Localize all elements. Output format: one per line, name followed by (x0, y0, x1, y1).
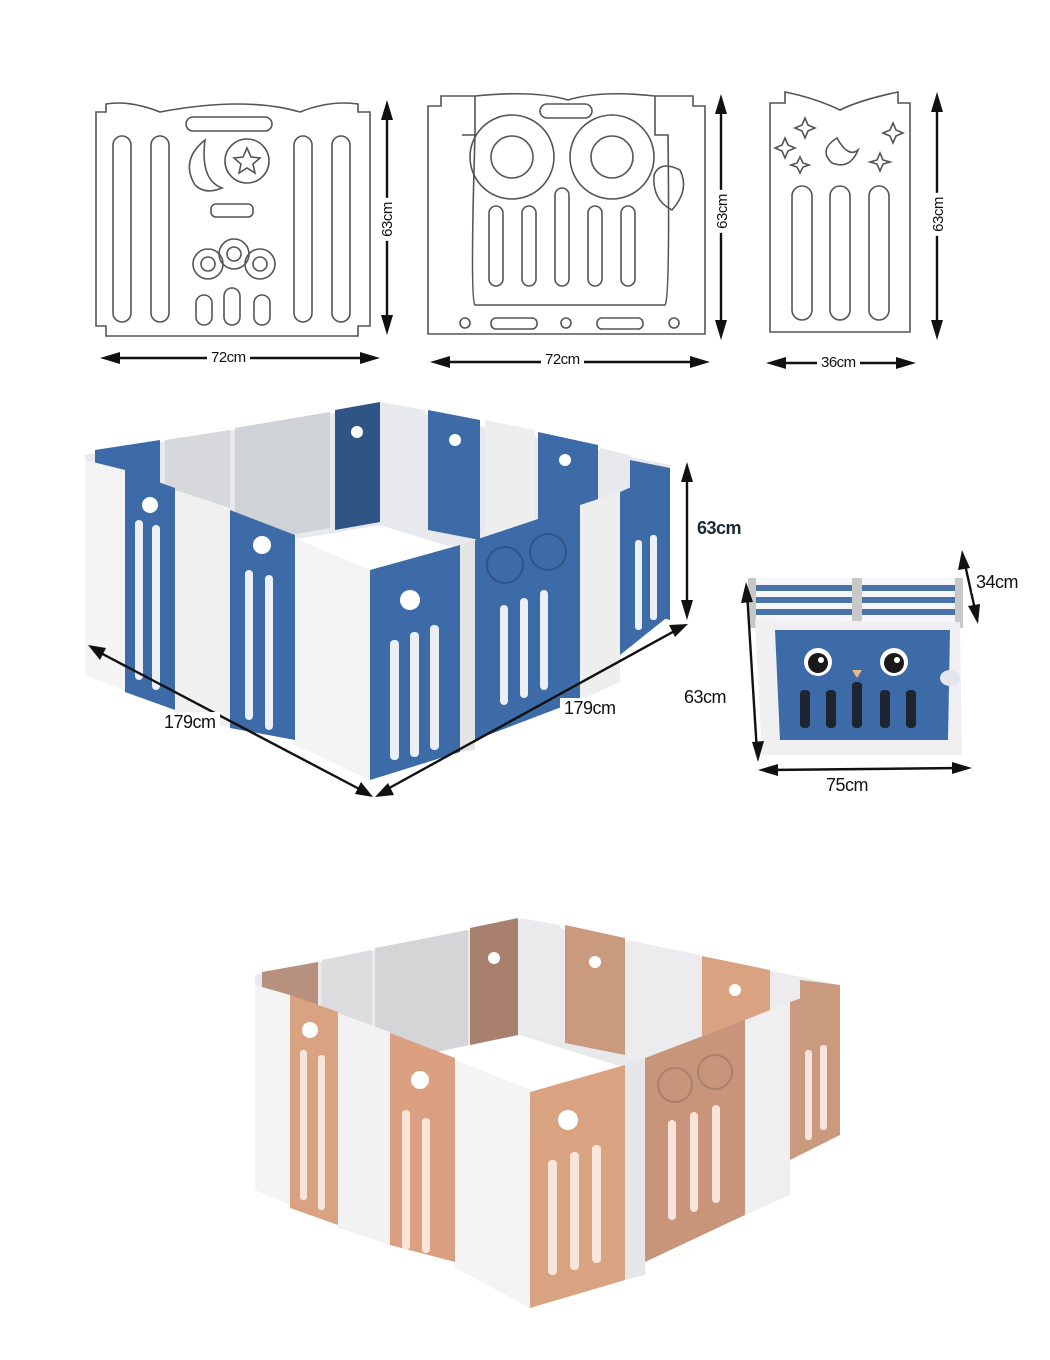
folded-width-label: 75cm (822, 775, 873, 796)
narrow-panel-outline-icon (766, 91, 943, 369)
door-panel-diagram: 72cm 63cm (0, 0, 1050, 400)
folded-playpen-illustration-icon (741, 550, 980, 776)
narrow-panel-width-label: 36cm (817, 354, 860, 371)
narrow-panel-diagram: 36cm 63cm (0, 0, 1050, 400)
door-panel-width-label: 72cm (541, 351, 584, 368)
blue-playpen-height-label: 63cm (693, 518, 746, 539)
activity-panel-width-label: 72cm (207, 349, 250, 366)
folded-height-label: 63cm (680, 687, 731, 708)
blue-playpen-right-length-label: 179cm (560, 698, 620, 719)
activity-panel-diagram: 72cm 63cm (0, 0, 1050, 400)
blue-playpen-left-length-label: 179cm (160, 712, 220, 733)
blue-playpen-illustration-icon (85, 402, 693, 797)
folded-playpen-image: 63cm 34cm 75cm (680, 550, 1023, 796)
blue-playpen-image: 179cm 179cm 63cm (85, 402, 746, 797)
folded-depth-label: 34cm (972, 572, 1023, 593)
